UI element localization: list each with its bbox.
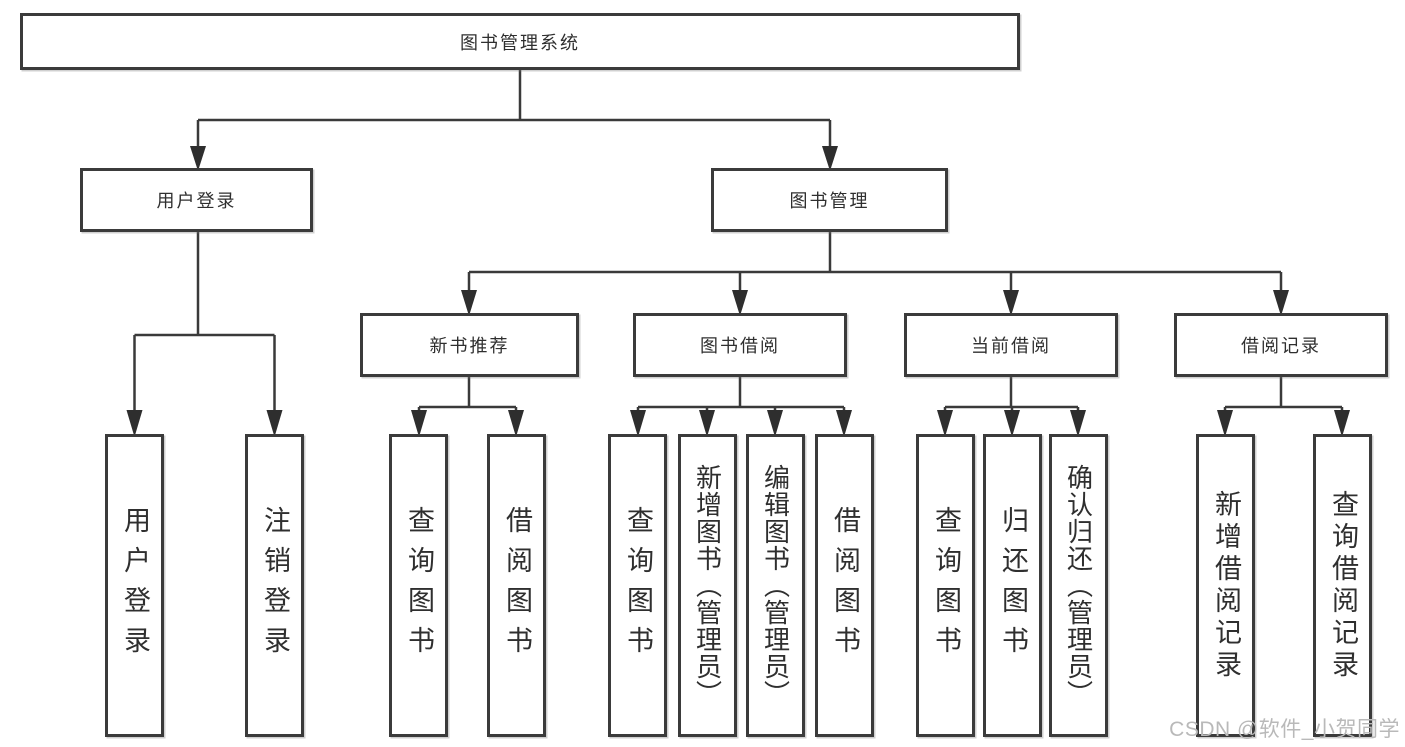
node-label: 借阅记录 [1241,336,1321,356]
leaf-label: 确认归还（管理员） [1063,464,1094,707]
leaf-label: 借阅图书 [830,505,860,666]
node-current-borrow: 当前借阅 [904,313,1118,377]
node-label: 新书推荐 [429,336,510,356]
leaf-add-books-admin: 新增图书（管理员） [678,434,737,737]
node-book-management: 图书管理 [711,168,948,232]
csdn-watermark: CSDN @软件_小贺同学 [1169,718,1400,741]
node-label: 图书管理 [789,191,870,211]
leaf-confirm-return-admin: 确认归还（管理员） [1049,434,1108,737]
node-user-login: 用户登录 [80,168,313,232]
leaf-query-books-borrow: 查询图书 [608,434,667,737]
leaf-label: 查询图书 [404,505,434,666]
leaf-label: 查询借阅记录 [1328,489,1358,682]
leaf-label: 查询图书 [623,505,653,666]
leaf-label: 查询图书 [931,505,961,666]
leaf-return-books: 归还图书 [983,434,1042,737]
leaf-query-borrow-record: 查询借阅记录 [1313,434,1372,737]
leaf-borrow-books: 借阅图书 [815,434,874,737]
leaf-label: 归还图书 [998,505,1028,666]
leaf-label: 新增图书（管理员） [692,464,723,707]
leaf-label: 借阅图书 [502,505,532,666]
node-new-book-recommend: 新书推荐 [360,313,579,377]
leaf-label: 用户登录 [120,505,150,666]
node-label: 图书管理系统 [460,32,580,53]
leaf-query-books-current: 查询图书 [916,434,975,737]
leaf-add-borrow-record: 新增借阅记录 [1196,434,1255,737]
leaf-user-login: 用户登录 [105,434,164,737]
leaf-label: 注销登录 [260,505,290,666]
arrowheads [126,146,1350,437]
node-book-borrow: 图书借阅 [633,313,847,377]
node-label: 图书借阅 [700,336,780,356]
node-root-system: 图书管理系统 [20,13,1020,70]
node-label: 当前借阅 [971,336,1051,356]
node-label: 用户登录 [156,191,237,211]
leaf-query-books-recommend: 查询图书 [389,434,448,737]
leaf-label: 新增借阅记录 [1211,489,1241,682]
leaf-borrow-books-recommend: 借阅图书 [487,434,546,737]
leaf-logout: 注销登录 [245,434,304,737]
node-borrow-records: 借阅记录 [1174,313,1388,377]
leaf-label: 编辑图书（管理员） [760,464,791,707]
leaf-edit-books-admin: 编辑图书（管理员） [746,434,805,737]
